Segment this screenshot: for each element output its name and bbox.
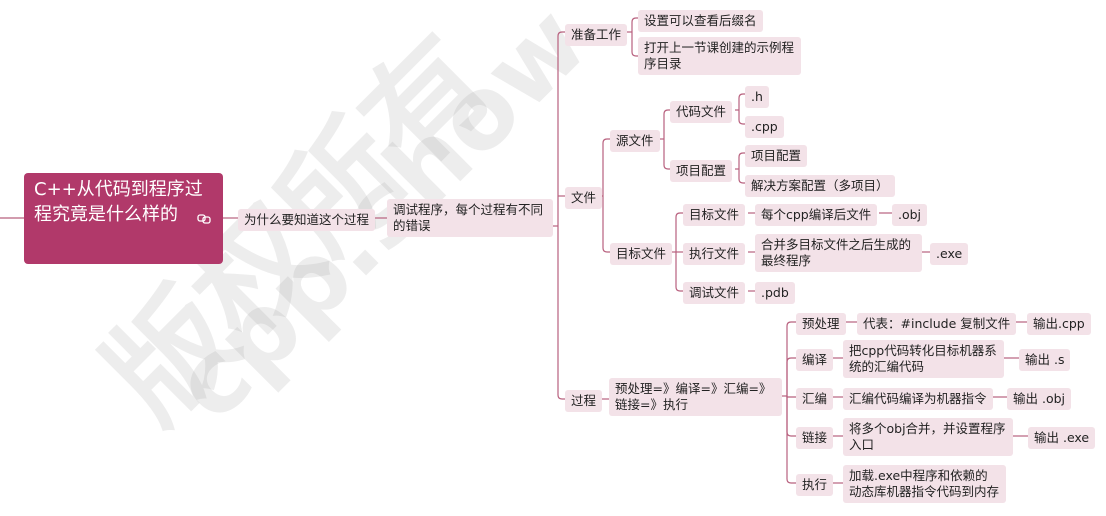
node-debug[interactable]: 调试程序，每个过程有不同的错误 (387, 199, 553, 237)
node-h[interactable]: .h (745, 86, 769, 108)
node-compile[interactable]: 编译 (796, 349, 834, 371)
node-pdb[interactable]: .pdb (755, 282, 795, 304)
node-compile-desc[interactable]: 把cpp代码转化目标机器系统的汇编代码 (843, 340, 1004, 378)
node-compile-output[interactable]: 输出 .s (1019, 349, 1071, 371)
node-link[interactable]: 链接 (796, 427, 834, 449)
node-preprocess[interactable]: 预处理 (796, 313, 846, 335)
node-pipeline[interactable]: 预处理=》编译=》汇编=》链接=》执行 (609, 378, 782, 416)
node-link-output[interactable]: 输出 .exe (1028, 427, 1096, 449)
node-assemble-desc[interactable]: 汇编代码编译为机器指令 (843, 388, 993, 410)
root-topic-label: C++从代码到程序过程究竟是什么样的 (34, 179, 203, 225)
node-assemble-output[interactable]: 输出 .obj (1007, 388, 1072, 410)
node-execute-desc[interactable]: 加载.exe中程序和依赖的动态库机器指令代码到内存 (843, 465, 1006, 503)
node-prep[interactable]: 准备工作 (565, 24, 628, 46)
node-exe[interactable]: .exe (930, 243, 969, 265)
node-cpp[interactable]: .cpp (745, 116, 784, 138)
node-process[interactable]: 过程 (565, 390, 603, 412)
node-prep-show-ext[interactable]: 设置可以查看后缀名 (638, 10, 763, 32)
node-debug-file[interactable]: 调试文件 (683, 282, 746, 304)
node-assemble[interactable]: 汇编 (796, 388, 834, 410)
node-obj[interactable]: .obj (892, 204, 928, 226)
link-icon[interactable] (197, 212, 211, 226)
node-object-desc[interactable]: 每个cpp编译后文件 (755, 204, 878, 226)
node-prep-open-dir[interactable]: 打开上一节课创建的示例程序目录 (638, 37, 801, 75)
node-exe-desc[interactable]: 合并多目标文件之后生成的最终程序 (755, 234, 922, 272)
node-files[interactable]: 文件 (565, 187, 603, 209)
node-project-config[interactable]: 项目配置 (670, 160, 733, 182)
root-topic[interactable]: C++从代码到程序过程究竟是什么样的 (24, 173, 223, 264)
node-solution-config[interactable]: 解决方案配置（多项目） (745, 175, 895, 197)
node-project-config-item[interactable]: 项目配置 (745, 145, 808, 167)
node-target-files[interactable]: 目标文件 (610, 243, 673, 265)
node-code-files[interactable]: 代码文件 (670, 101, 733, 123)
node-preprocess-output[interactable]: 输出.cpp (1027, 313, 1091, 335)
node-object-file[interactable]: 目标文件 (683, 204, 746, 226)
node-execute[interactable]: 执行 (796, 474, 834, 496)
node-link-desc[interactable]: 将多个obj合并，并设置程序入口 (843, 418, 1013, 456)
node-exe-file[interactable]: 执行文件 (683, 243, 746, 265)
node-preprocess-desc[interactable]: 代表：#include 复制文件 (857, 313, 1017, 335)
node-source-files[interactable]: 源文件 (610, 130, 660, 152)
node-why[interactable]: 为什么要知道这个过程 (238, 209, 376, 231)
